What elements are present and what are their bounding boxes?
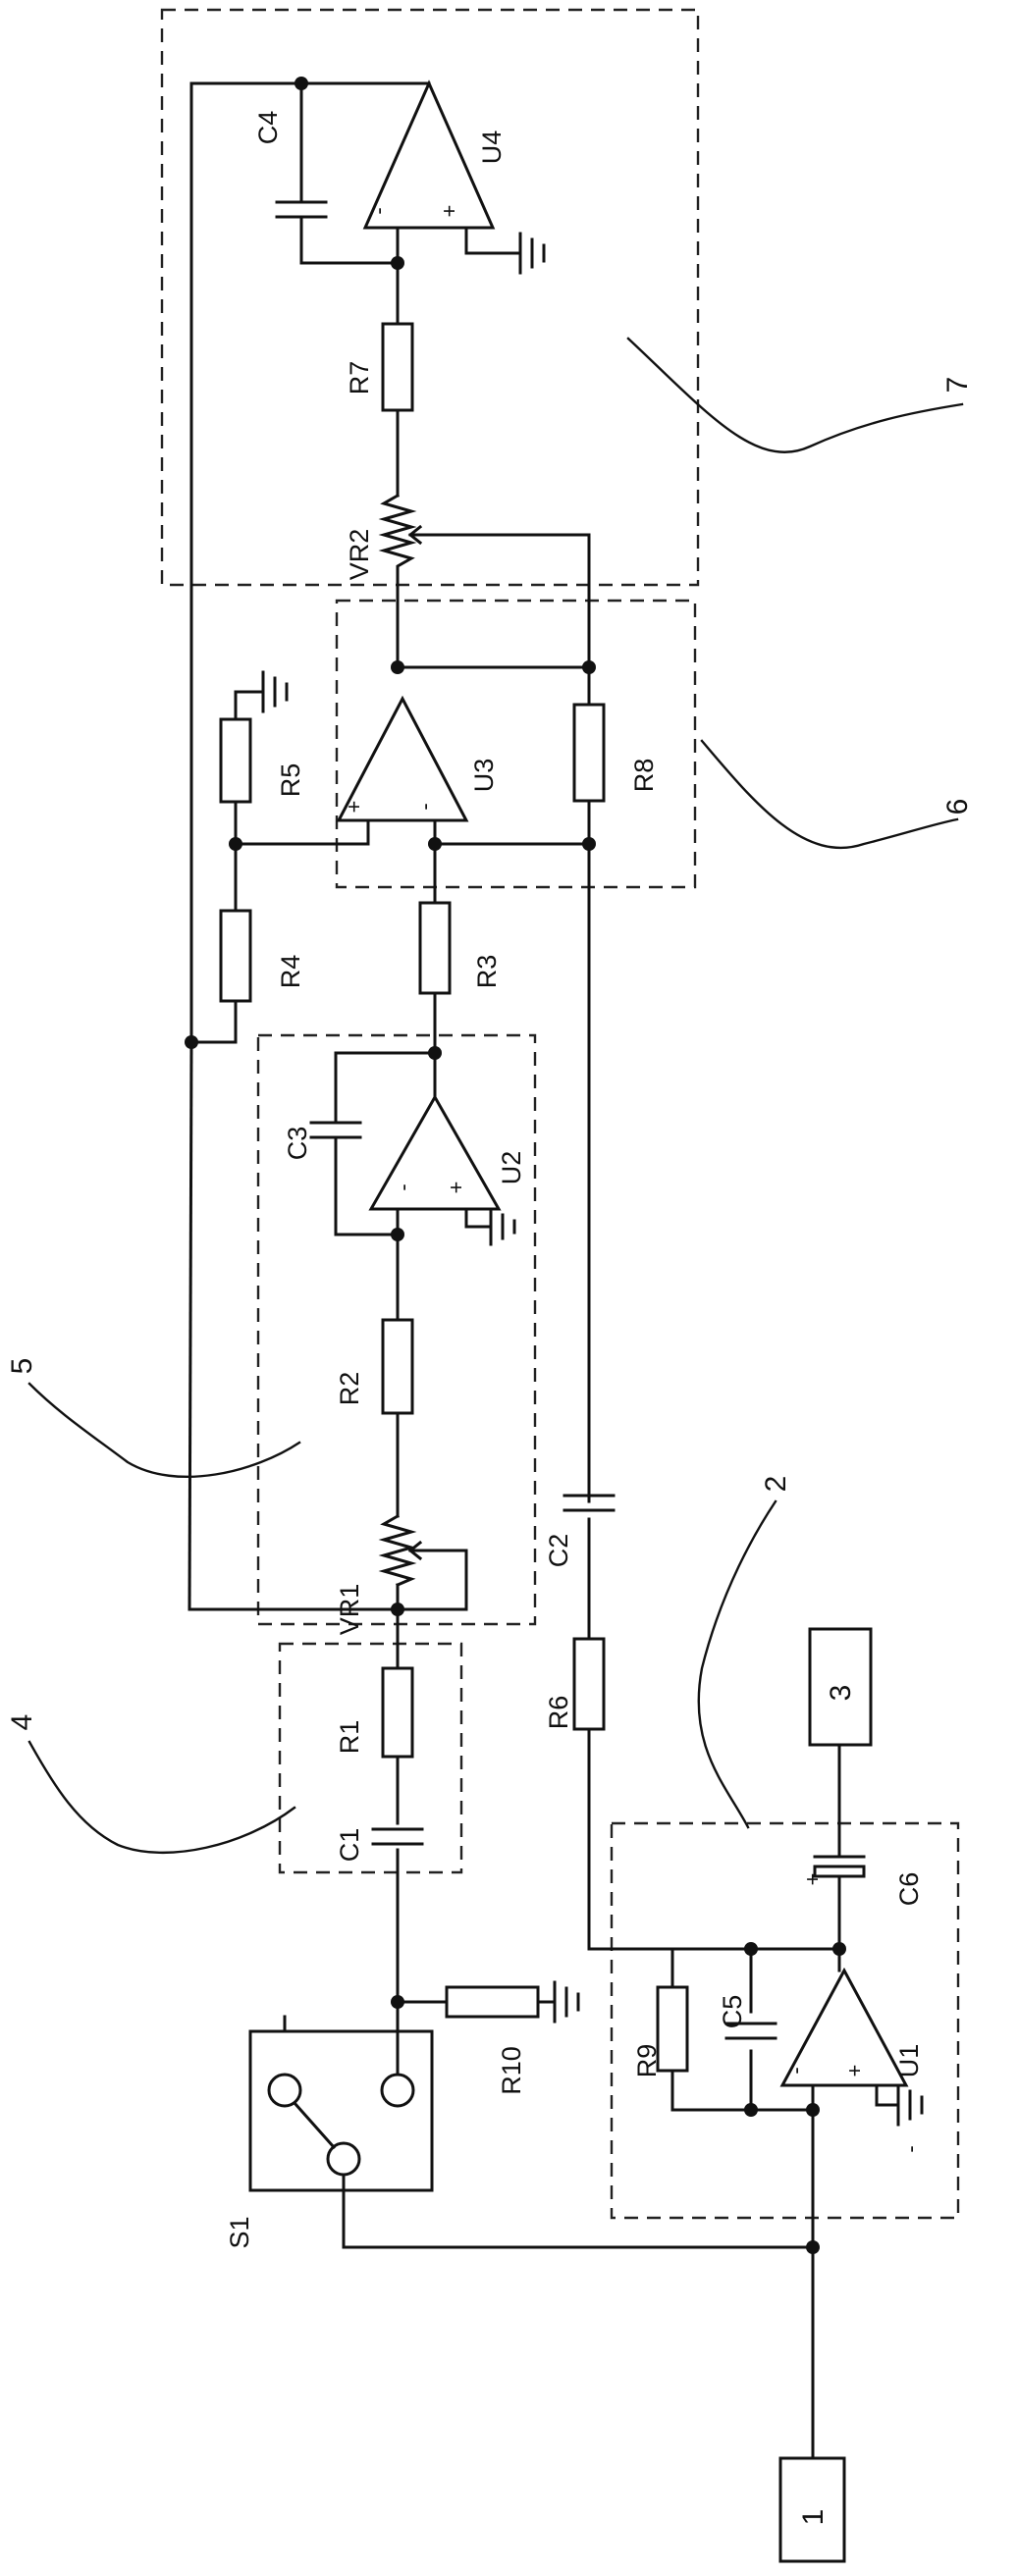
pin-sign-5: +	[444, 1182, 468, 1194]
pin-sign-3: -	[412, 803, 437, 810]
resistor-r4	[221, 911, 250, 1001]
resistor-r2	[383, 1320, 412, 1413]
pin-sign-6: -	[783, 2067, 808, 2074]
resistor-r9	[658, 1987, 687, 2071]
resistor-r10	[447, 1987, 538, 2017]
label-components-resistors-9: R10	[497, 2046, 526, 2095]
resistor-r8	[574, 705, 604, 801]
label-callouts-0: 2	[760, 1476, 792, 1493]
pin-sign-9: +	[800, 1873, 825, 1886]
pin-sign-7: +	[842, 2065, 867, 2077]
capacitor-c1	[373, 1829, 422, 1844]
label-terminal-1: 1	[797, 2509, 830, 2526]
label-components-resistors-6: R7	[345, 361, 374, 395]
leader-7	[628, 339, 962, 452]
resistor-r3	[420, 903, 450, 993]
label-components-potentiometers-1: VR2	[345, 529, 374, 581]
label-callouts-2: 5	[6, 1358, 38, 1375]
label-components-opamps-2: U3	[469, 759, 499, 793]
label-callouts-4: 7	[941, 377, 974, 394]
label-components-resistors-8: R9	[632, 2044, 662, 2078]
capacitor-c3	[311, 1111, 360, 1150]
switch-s1	[250, 2031, 432, 2190]
resistor-r1	[383, 1668, 412, 1757]
pin-sign-8: -	[898, 2145, 923, 2152]
pin-sign-4: -	[391, 1183, 415, 1190]
pin-sign-0: -	[366, 207, 391, 214]
ground-r5	[263, 672, 287, 711]
label-components-capacitors-5: C6	[894, 1872, 924, 1907]
label-components-capacitors-3: C4	[253, 111, 283, 145]
pin-sign-2: +	[342, 801, 366, 814]
label-components-resistors-2: R3	[472, 955, 502, 989]
module-box-4	[280, 1644, 461, 1872]
label-components-opamps-0: U1	[894, 2044, 924, 2078]
label-components-opamps-1: U2	[497, 1151, 526, 1185]
potentiometer-vr1	[384, 1516, 432, 1585]
ground-u1	[898, 2085, 922, 2125]
leader-4	[29, 1742, 295, 1853]
label-components-capacitors-4: C5	[718, 1995, 747, 2029]
label-callouts-1: 4	[6, 1714, 38, 1731]
capacitor-c4	[277, 191, 326, 228]
opamp-u2	[371, 1097, 499, 1209]
resistor-r6	[574, 1639, 604, 1729]
potentiometer-vr2	[384, 496, 432, 574]
label-components-opamps-3: U4	[477, 131, 507, 165]
labels: U4 C4R7VR2R5 U3 R8R4 R3C3U2R2C2VR1R1 R6C1C6R1…	[6, 111, 974, 2526]
label-components-capacitors-2: C3	[283, 1127, 312, 1161]
label-components-resistors-7: R8	[629, 759, 659, 793]
label-components-resistors-4: R5	[276, 763, 305, 798]
resistor-r5	[221, 719, 250, 802]
label-components-resistors-0: R1	[335, 1720, 364, 1755]
ground-r10	[555, 1982, 578, 2022]
pin-sign-1: +	[437, 205, 461, 218]
resistor-r7	[383, 324, 412, 410]
label-terminal-3: 3	[825, 1685, 857, 1702]
label-components-resistors-1: R2	[335, 1372, 364, 1406]
label-components-capacitors-1: C2	[544, 1534, 573, 1568]
label-components-potentiometers-0: VR1	[335, 1584, 364, 1636]
label-components-capacitors-0: C1	[335, 1828, 364, 1863]
opamp-u4	[365, 83, 493, 228]
leader-2	[699, 1501, 776, 1827]
label-components-resistors-5: R6	[544, 1696, 573, 1730]
label-components-resistors-3: R4	[276, 955, 305, 989]
ground-u2	[491, 1209, 514, 1244]
label-components-switch: S1	[225, 2216, 254, 2248]
label-callouts-3: 6	[941, 799, 974, 815]
ground-u4	[520, 234, 544, 273]
leader-6	[702, 741, 957, 848]
